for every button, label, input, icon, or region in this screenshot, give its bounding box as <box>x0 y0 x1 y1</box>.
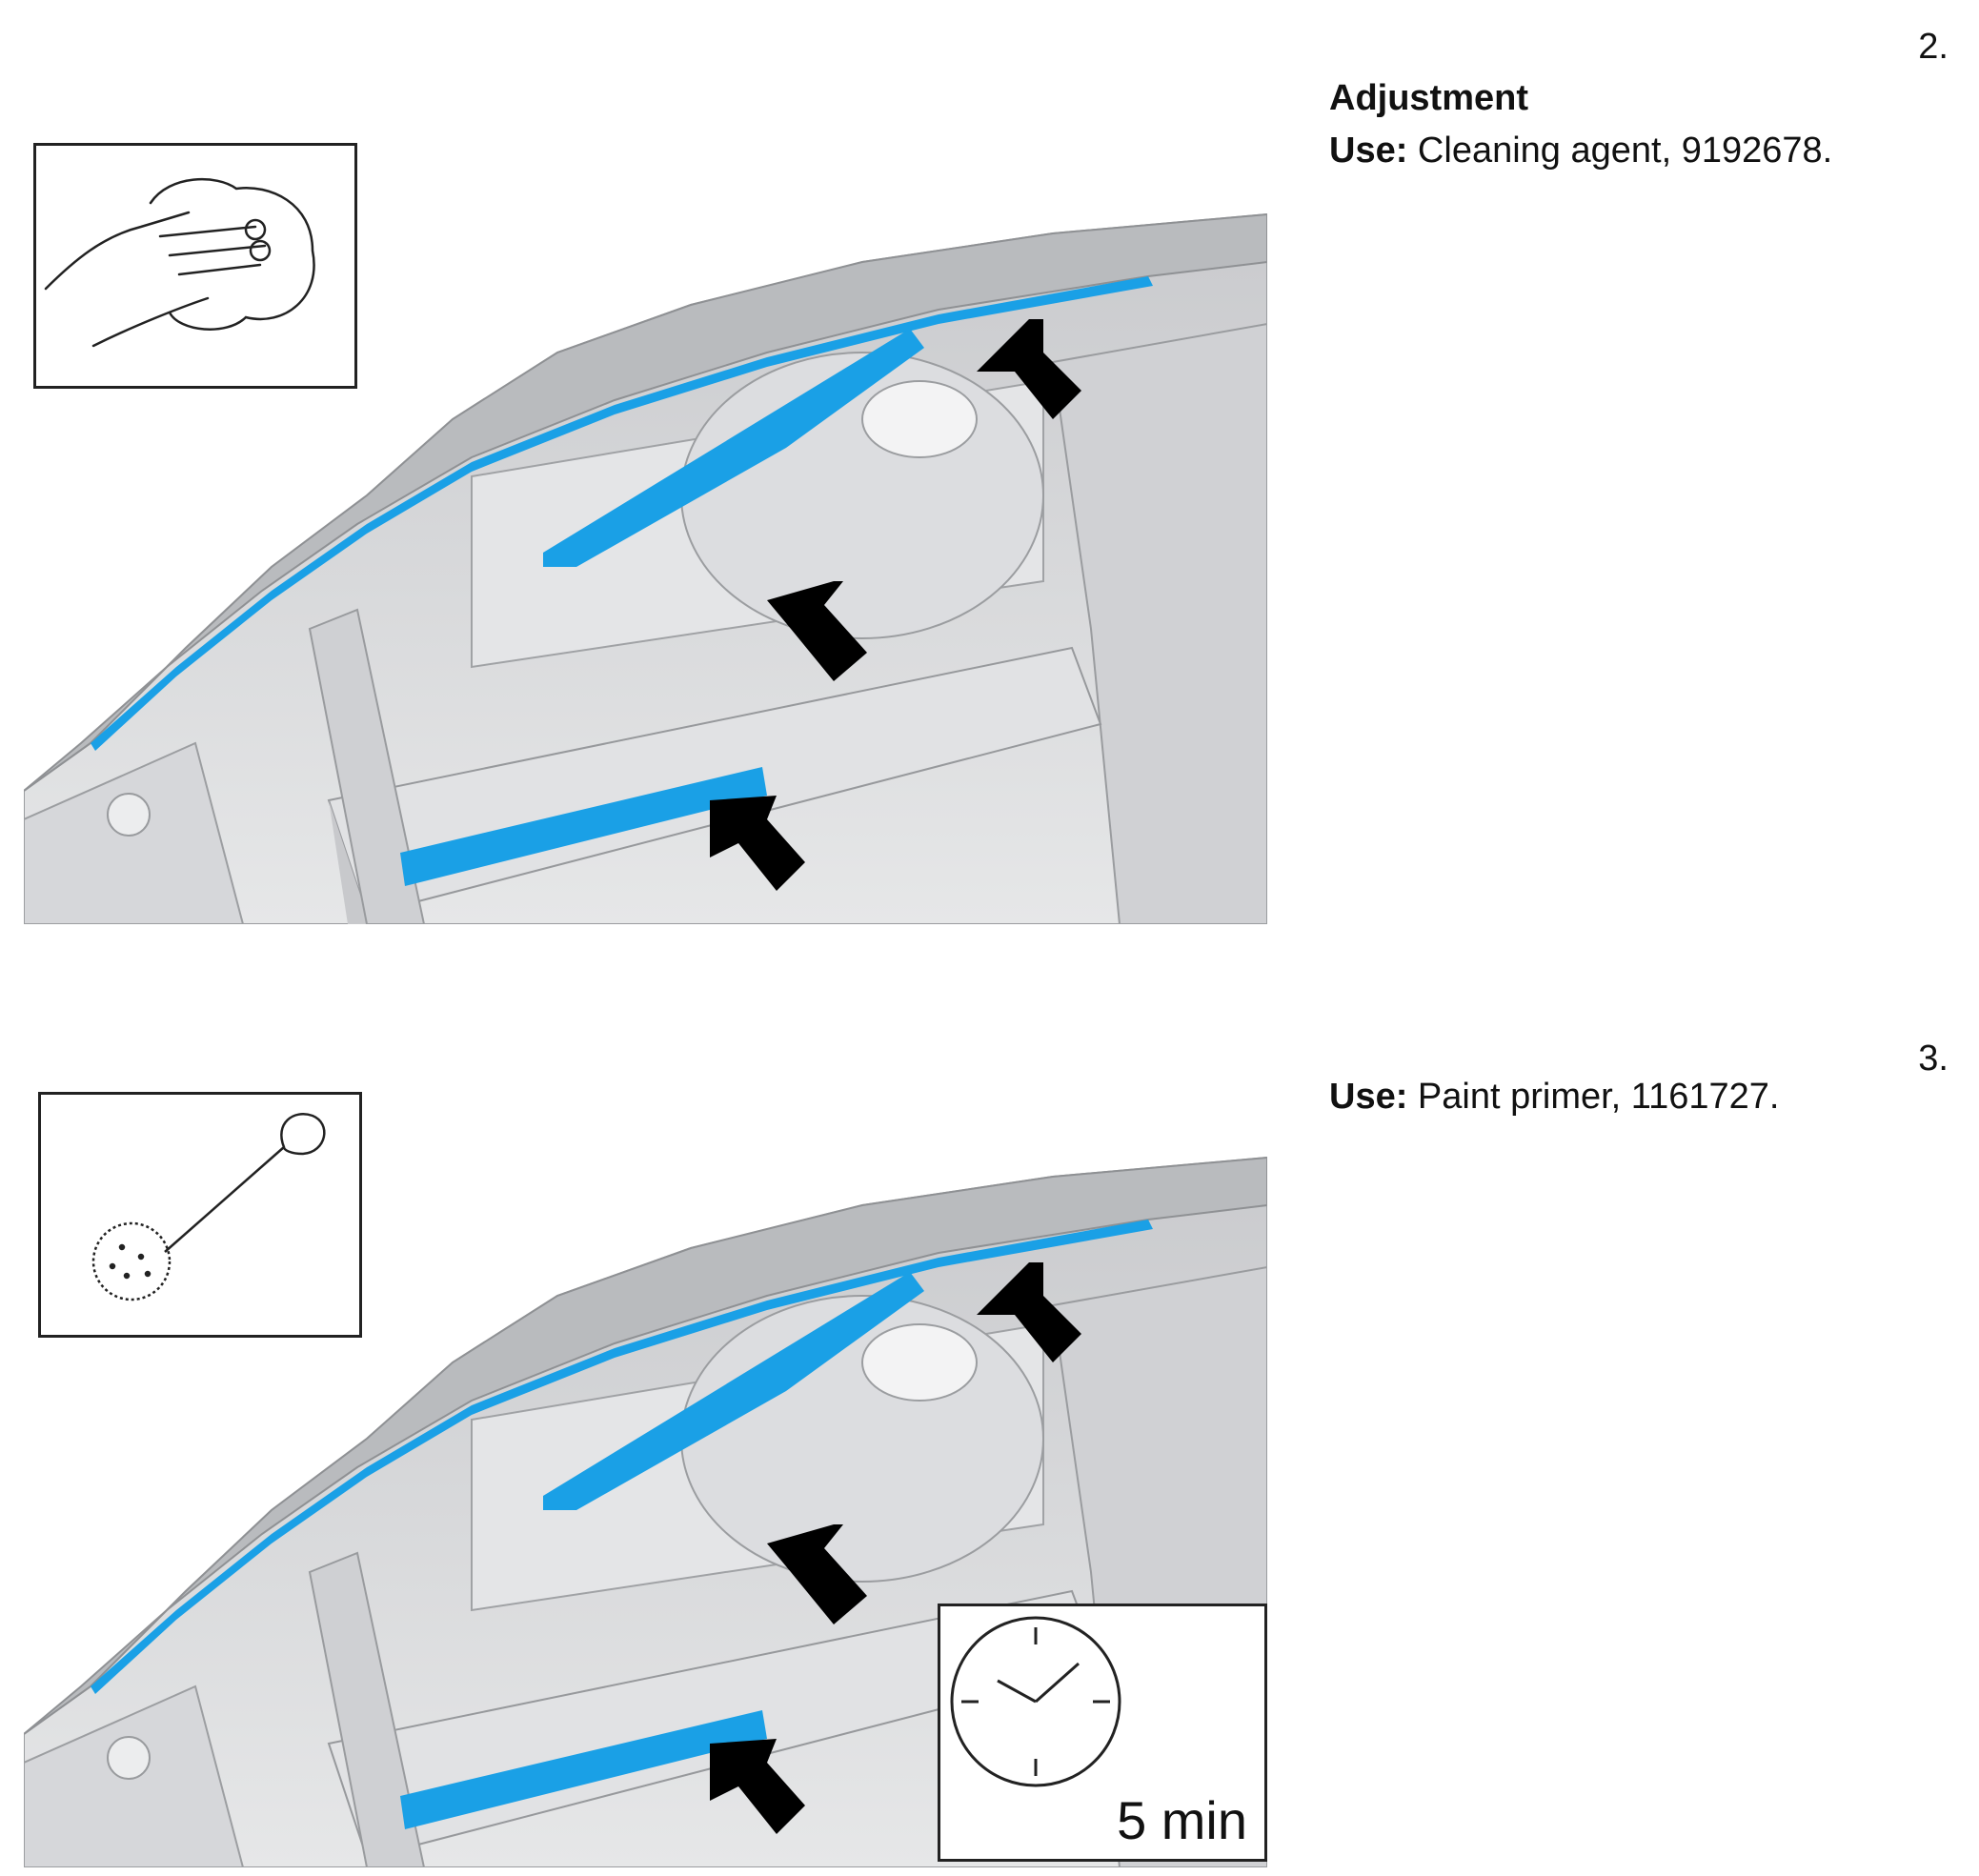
step-text: Use: Paint primer, 1161727. <box>1329 1077 1939 1118</box>
step-heading: Adjustment <box>1329 78 1528 118</box>
use-material: Paint primer, 1161727. <box>1407 1077 1780 1117</box>
clock-icon <box>950 1616 1121 1787</box>
body-panel-illustration: 5 min <box>24 1077 1267 1867</box>
primer-applicator-icon <box>91 1113 326 1301</box>
use-label: Use: <box>1329 131 1408 171</box>
timer-inset: 5 min <box>938 1604 1267 1862</box>
use-label: Use: <box>1329 1077 1408 1117</box>
timer-duration: 5 min <box>1117 1790 1247 1850</box>
use-material: Cleaning agent, 9192678. <box>1407 131 1833 171</box>
primer-inset <box>38 1092 362 1338</box>
step-2-section: 2. Adjustment Use: Cleaning agent, 91926… <box>24 27 1949 924</box>
step-number: 3. <box>1918 1039 1949 1079</box>
body-panel-illustration <box>24 133 1267 924</box>
step-text: Adjustment Use: Cleaning agent, 9192678. <box>1329 78 1939 171</box>
body-panel-drawing <box>24 133 1267 924</box>
wipe-inset <box>33 143 357 389</box>
wiping-hand-icon <box>44 178 315 348</box>
use-instruction: Use: Paint primer, 1161727. <box>1329 1077 1939 1118</box>
step-3-section: 3. Use: Paint primer, 1161727. <box>0 943 1979 1876</box>
use-instruction: Use: Cleaning agent, 9192678. <box>1329 131 1939 171</box>
step-number: 2. <box>1918 27 1949 67</box>
